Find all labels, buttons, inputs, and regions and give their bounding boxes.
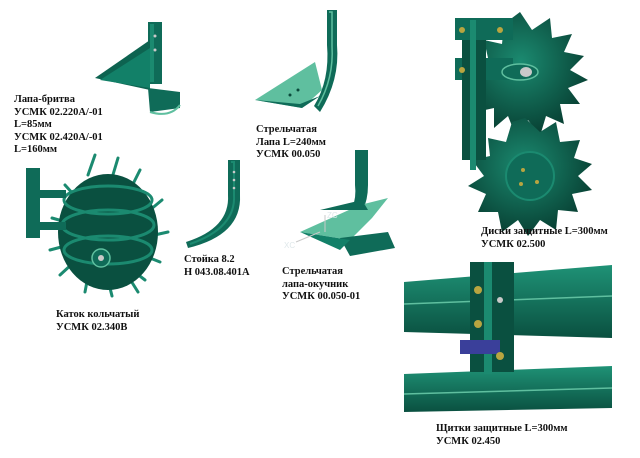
protective-shields-drawing xyxy=(403,262,613,412)
label-shank: Стойка 8.2 Н 043.08.401А xyxy=(184,254,250,278)
shank-drawing xyxy=(186,160,241,248)
razor-paw-drawing xyxy=(95,22,181,115)
protective-discs-drawing xyxy=(455,12,592,236)
axis-x-label: XC xyxy=(284,241,295,250)
label-protective-discs: Диски защитные L=300мм УСМК 02.500 xyxy=(481,226,608,250)
label-arrow-paw: Стрельчатая Лапа L=240мм УСМК 00.050 xyxy=(256,124,326,160)
label-hiller-paw: Стрельчатая лапа-окучник УСМК 00.050-01 xyxy=(282,266,361,302)
label-razor-paw: Лапа-бритва УСМК 02.220А/-01 L=85мм УСМК… xyxy=(14,94,103,155)
arrow-paw-drawing xyxy=(255,10,338,112)
ring-roller-drawing xyxy=(26,153,170,298)
hiller-paw-drawing: XC ZC xyxy=(284,150,395,256)
axis-z-label: ZC xyxy=(327,211,338,220)
label-ring-roller: Каток кольчатый УСМК 02.340В xyxy=(56,309,140,333)
label-protective-shields: Щитки защитные L=300мм УСМК 02.450 xyxy=(436,423,568,447)
